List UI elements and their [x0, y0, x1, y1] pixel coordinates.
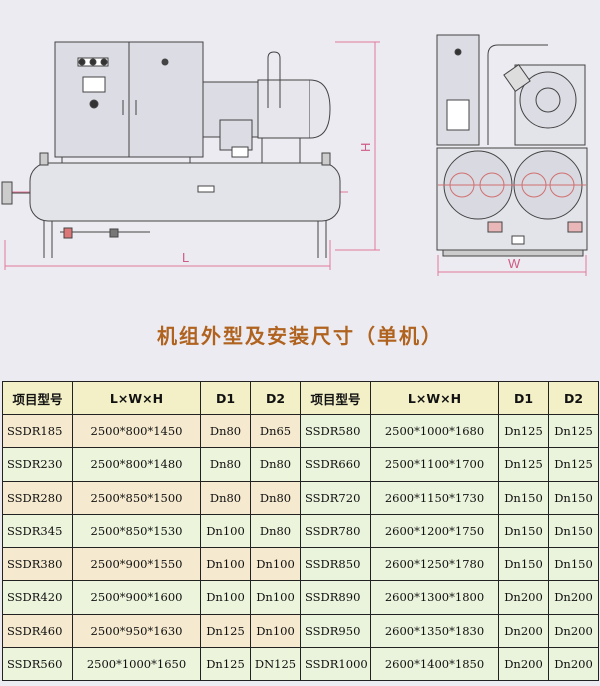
- d1-cell: Dn80: [200, 447, 251, 482]
- dimensions-cell: 2500*900*1600: [72, 580, 201, 615]
- model-cell: SSDR280: [2, 480, 73, 515]
- d2-cell: Dn200: [548, 580, 599, 615]
- d2-cell: Dn125: [548, 447, 599, 482]
- d2-cell: Dn150: [548, 546, 599, 582]
- d1-cell: Dn125: [498, 413, 549, 449]
- d1-cell: Dn80: [200, 413, 251, 449]
- model-cell: SSDR850: [300, 546, 371, 582]
- model-cell: SSDR580: [300, 413, 371, 449]
- dimension-label-l: L: [182, 250, 189, 265]
- model-cell: SSDR780: [300, 513, 371, 549]
- dimensions-cell: 2500*1000*1650: [72, 646, 201, 682]
- table-header-row: 项目型号 L×W×H D1 D2 项目型号 L×W×H D1 D2: [2, 381, 599, 415]
- front-view: [436, 34, 588, 276]
- header-d1: D1: [200, 381, 251, 415]
- d2-cell: Dn80: [250, 480, 301, 515]
- d1-cell: Dn100: [200, 580, 251, 615]
- dimensions-cell: 2500*850*1530: [72, 513, 201, 549]
- table-row: SSDR230 2500*800*1480 Dn80 Dn80 SSDR660 …: [2, 447, 599, 482]
- model-cell: SSDR460: [2, 613, 73, 648]
- dimensions-cell: 2600*1400*1850: [370, 646, 499, 682]
- d1-cell: Dn150: [498, 513, 549, 549]
- d2-cell: Dn200: [548, 646, 599, 682]
- model-cell: SSDR230: [2, 447, 73, 482]
- dimension-label-h: H: [358, 143, 373, 152]
- d1-cell: Dn200: [498, 646, 549, 682]
- table-row: SSDR460 2500*950*1630 Dn125 Dn100 SSDR95…: [2, 613, 599, 648]
- model-cell: SSDR890: [300, 580, 371, 615]
- dimensions-cell: 2600*1350*1830: [370, 613, 499, 648]
- header-d1: D1: [498, 381, 549, 415]
- d1-cell: Dn80: [200, 480, 251, 515]
- d2-cell: Dn100: [250, 546, 301, 582]
- dimensions-cell: 2500*800*1450: [72, 413, 201, 449]
- header-d2: D2: [250, 381, 301, 415]
- d1-cell: Dn150: [498, 546, 549, 582]
- dimensions-cell: 2500*850*1500: [72, 480, 201, 515]
- d1-cell: Dn100: [200, 513, 251, 549]
- dimensions-cell: 2600*1150*1730: [370, 480, 499, 515]
- d1-cell: Dn200: [498, 580, 549, 615]
- d2-cell: Dn150: [548, 513, 599, 549]
- d1-cell: Dn125: [498, 447, 549, 482]
- d1-cell: Dn125: [200, 646, 251, 682]
- d1-cell: Dn125: [200, 613, 251, 648]
- model-cell: SSDR380: [2, 546, 73, 582]
- dimensions-cell: 2500*1100*1700: [370, 447, 499, 482]
- d2-cell: Dn150: [548, 480, 599, 515]
- d1-cell: Dn100: [200, 546, 251, 582]
- table-row: SSDR560 2500*1000*1650 Dn125 DN125 SSDR1…: [2, 646, 599, 682]
- dimensions-cell: 2600*1200*1750: [370, 513, 499, 549]
- model-cell: SSDR185: [2, 413, 73, 449]
- dimensions-cell: 2500*800*1480: [72, 447, 201, 482]
- model-cell: SSDR345: [2, 513, 73, 549]
- d2-cell: Dn65: [250, 413, 301, 449]
- d1-cell: Dn150: [498, 480, 549, 515]
- model-cell: SSDR420: [2, 580, 73, 615]
- header-model: 项目型号: [2, 381, 73, 415]
- model-cell: SSDR950: [300, 613, 371, 648]
- d2-cell: Dn200: [548, 613, 599, 648]
- spec-table: 项目型号 L×W×H D1 D2 项目型号 L×W×H D1 D2 SSDR18…: [2, 381, 599, 682]
- header-model: 项目型号: [300, 381, 371, 415]
- dimensions-cell: 2500*950*1630: [72, 613, 201, 648]
- side-view: [1, 41, 380, 270]
- table-row: SSDR185 2500*800*1450 Dn80 Dn65 SSDR580 …: [2, 413, 599, 449]
- table-row: SSDR280 2500*850*1500 Dn80 Dn80 SSDR720 …: [2, 480, 599, 515]
- unit-drawing: L H W: [1, 34, 588, 276]
- header-dimensions: L×W×H: [370, 381, 499, 415]
- d2-cell: Dn125: [548, 413, 599, 449]
- d2-cell: Dn100: [250, 580, 301, 615]
- d1-cell: Dn200: [498, 613, 549, 648]
- model-cell: SSDR720: [300, 480, 371, 515]
- model-cell: SSDR560: [2, 646, 73, 682]
- header-d2: D2: [548, 381, 599, 415]
- d2-cell: DN125: [250, 646, 301, 682]
- table-row: SSDR420 2500*900*1600 Dn100 Dn100 SSDR89…: [2, 580, 599, 615]
- model-cell: SSDR1000: [300, 646, 371, 682]
- dimensions-cell: 2500*900*1550: [72, 546, 201, 582]
- page-title: 机组外型及安装尺寸（单机）: [157, 324, 443, 348]
- dimensions-cell: 2600*1250*1780: [370, 546, 499, 582]
- d2-cell: Dn80: [250, 447, 301, 482]
- d2-cell: Dn100: [250, 613, 301, 648]
- dimension-label-w: W: [508, 256, 521, 271]
- dimensions-cell: 2600*1300*1800: [370, 580, 499, 615]
- model-cell: SSDR660: [300, 447, 371, 482]
- header-dimensions: L×W×H: [72, 381, 201, 415]
- table-row: SSDR345 2500*850*1530 Dn100 Dn80 SSDR780…: [2, 513, 599, 549]
- dimensions-cell: 2500*1000*1680: [370, 413, 499, 449]
- table-row: SSDR380 2500*900*1550 Dn100 Dn100 SSDR85…: [2, 546, 599, 582]
- d2-cell: Dn80: [250, 513, 301, 549]
